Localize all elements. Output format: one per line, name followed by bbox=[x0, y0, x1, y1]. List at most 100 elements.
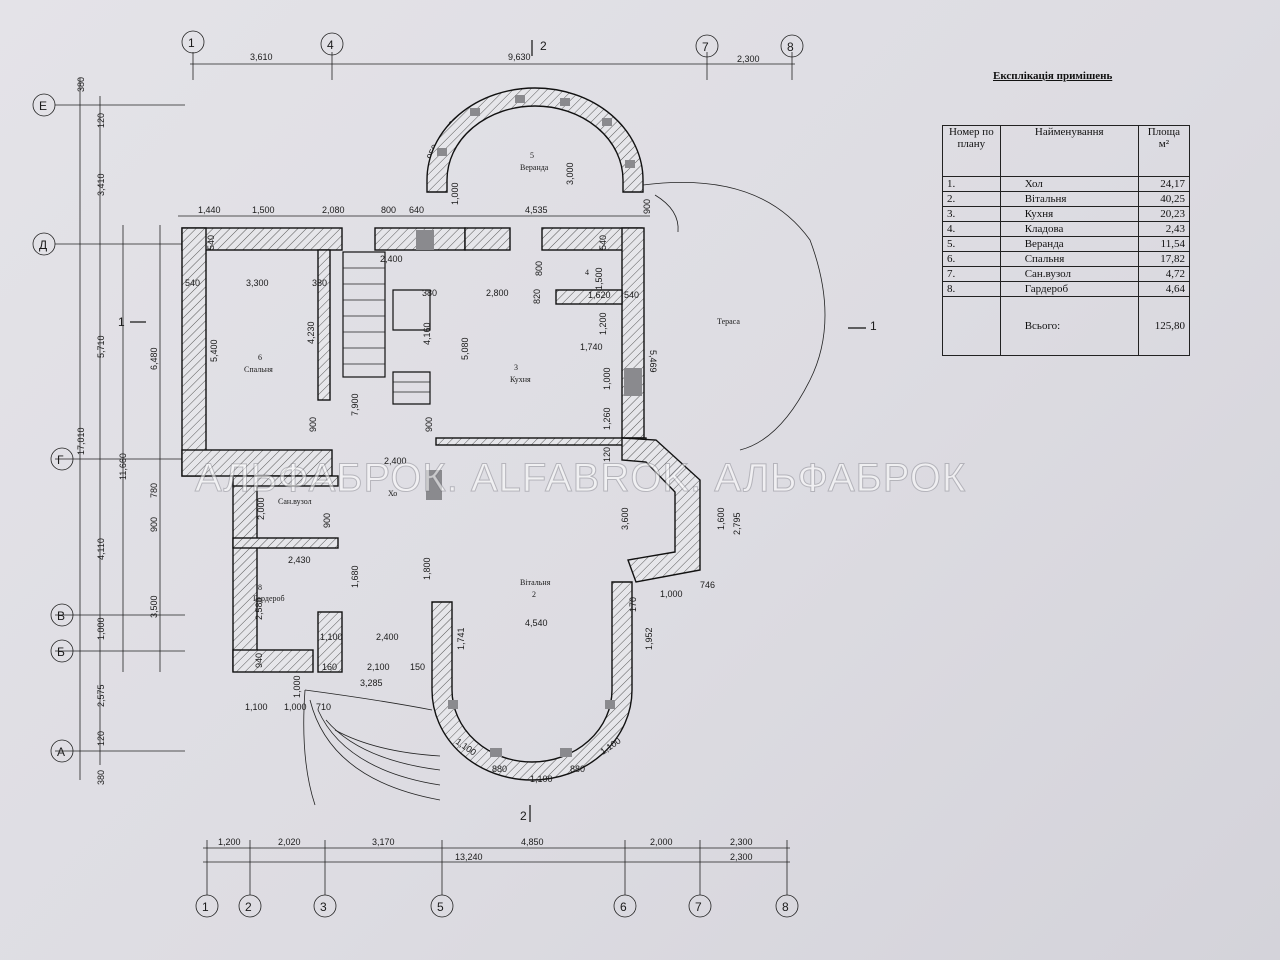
legend-row-name: Гардероб bbox=[999, 281, 1139, 297]
dimension: 4,540 bbox=[525, 618, 548, 628]
dimension: 7,900 bbox=[350, 393, 360, 416]
dimension: 4,850 bbox=[521, 837, 544, 847]
dimension: 2,800 bbox=[486, 288, 509, 298]
walls bbox=[181, 227, 701, 781]
dimension: 540 bbox=[624, 290, 639, 300]
dimension: 2,020 bbox=[278, 837, 301, 847]
dimension: 1,952 bbox=[644, 627, 654, 650]
dimension: 800 bbox=[534, 261, 544, 276]
dimension: 1,200 bbox=[218, 837, 241, 847]
staircase bbox=[342, 251, 431, 405]
dimension: 2,400 bbox=[376, 632, 399, 642]
bottom-axes: 1 2 3 5 6 7 8 1,200 2,020 3,170 4,850 2,… bbox=[195, 837, 799, 918]
dimension: 2,300 bbox=[737, 54, 760, 64]
dimension: 150 bbox=[410, 662, 425, 672]
legend-row-number: 1. bbox=[942, 176, 1001, 192]
axis-label: 7 bbox=[695, 900, 702, 914]
legend-row-name: Сан.вузол bbox=[999, 266, 1139, 282]
room-name-terrace: Тераса bbox=[717, 317, 740, 326]
legend-total-label: Всього: bbox=[999, 296, 1139, 356]
room-name-kitchen: Кухня bbox=[510, 375, 531, 384]
dimension: 2,100 bbox=[367, 662, 390, 672]
room-number: 2 bbox=[532, 590, 536, 599]
legend-col-name: Найменування bbox=[999, 125, 1139, 177]
dimension: 120 bbox=[602, 447, 612, 462]
dimension: 4,230 bbox=[306, 321, 316, 344]
section-mark: 1 bbox=[118, 315, 125, 329]
dimension: 940 bbox=[254, 653, 264, 668]
room-labels: 4 3 Кухня 6 Спальня Сан.вузол Хо 8 Гарде… bbox=[244, 268, 589, 603]
dimension: 540 bbox=[185, 278, 200, 288]
dimension: 380 bbox=[312, 278, 327, 288]
dimension: 5,469 bbox=[648, 350, 658, 373]
dimension: 2,575 bbox=[96, 684, 106, 707]
dimension: 780 bbox=[149, 483, 159, 498]
dimension: 900 bbox=[149, 517, 159, 532]
dimension: 540 bbox=[206, 235, 216, 250]
dimension: 3,000 bbox=[565, 162, 575, 185]
legend-row-area: 24,17 bbox=[1137, 176, 1191, 192]
dimension: 120 bbox=[96, 113, 106, 128]
axis-label: 1 bbox=[202, 900, 209, 914]
dimension: 4,110 bbox=[96, 538, 106, 560]
axis-marker-8-top bbox=[780, 34, 804, 58]
dimension: 1,100 bbox=[245, 702, 268, 712]
dimension: 900 bbox=[642, 199, 652, 214]
section-marks: 1 1 2 bbox=[118, 315, 877, 823]
dimension: 3,410 bbox=[96, 173, 106, 196]
legend-title: Експлікація примішень bbox=[993, 70, 1113, 82]
dimension: 120 bbox=[96, 731, 106, 746]
dimension: 380 bbox=[96, 770, 106, 785]
dimension: 5,710 bbox=[96, 335, 106, 358]
axis-label: В bbox=[57, 609, 65, 623]
dimension: 4,160 bbox=[422, 322, 432, 345]
section-mark: 2 bbox=[520, 809, 527, 823]
dimension: 1,000 bbox=[284, 702, 307, 712]
room-number: 6 bbox=[258, 353, 262, 362]
dimension: 6,480 bbox=[149, 347, 159, 370]
legend-row-name: Спальня bbox=[999, 251, 1139, 267]
dimension: 1,200 bbox=[598, 312, 608, 335]
dimension: 1,500 bbox=[252, 205, 275, 215]
legend-row-name: Кухня bbox=[999, 206, 1139, 222]
legend-row-number: 2. bbox=[942, 191, 1001, 207]
dimension: 800 bbox=[381, 205, 396, 215]
dimension: 1,680 bbox=[350, 565, 360, 588]
terrace: Тераса bbox=[642, 182, 826, 451]
room-legend-table: Номер по плану Найменування Площа м² 1.Х… bbox=[942, 125, 1191, 356]
axis-marker-b bbox=[50, 639, 74, 663]
legend-row-area: 4,72 bbox=[1137, 266, 1191, 282]
room-number: 4 bbox=[585, 268, 589, 277]
axis-label: Б bbox=[57, 645, 65, 659]
dimension: 746 bbox=[700, 580, 715, 590]
legend-row-area: 2,43 bbox=[1137, 221, 1191, 237]
axis-marker-4-top bbox=[320, 32, 344, 56]
dimension: 900 bbox=[322, 513, 332, 528]
legend-col-area: Площа м² bbox=[1137, 125, 1191, 177]
legend-row-name: Вітальня bbox=[999, 191, 1139, 207]
dimension: 170 bbox=[628, 597, 638, 612]
axis-label: 6 bbox=[620, 900, 627, 914]
room-name-bedroom: Спальня bbox=[244, 365, 273, 374]
legend-total-value: 125,80 bbox=[1137, 296, 1191, 356]
legend-row-number: 8. bbox=[942, 281, 1001, 297]
legend-row-name: Хол bbox=[999, 176, 1139, 192]
section-mark: 2 bbox=[540, 39, 547, 53]
dimension: 1,000 bbox=[96, 617, 106, 640]
dimension: 2,000 bbox=[650, 837, 673, 847]
dimension: 3,600 bbox=[620, 507, 630, 530]
axis-label: 4 bbox=[327, 38, 334, 52]
dimension: 1,440 bbox=[198, 205, 221, 215]
dimension: 2,000 bbox=[256, 497, 266, 520]
axis-marker-e bbox=[32, 93, 56, 117]
legend-row-area: 40,25 bbox=[1137, 191, 1191, 207]
left-axes: Е Д Г В Б А 380 120 3,410 5,710 17,010 4… bbox=[32, 77, 185, 785]
legend-header-row: Номер по плану Найменування Площа м² bbox=[942, 125, 1191, 177]
dimension: 710 bbox=[316, 702, 331, 712]
inner-dimensions: 540 3,300 380 2,400 380 2,800 820 1,620 … bbox=[185, 235, 742, 784]
legend-row-number: 5. bbox=[942, 236, 1001, 252]
dimension: 900 bbox=[308, 417, 318, 432]
